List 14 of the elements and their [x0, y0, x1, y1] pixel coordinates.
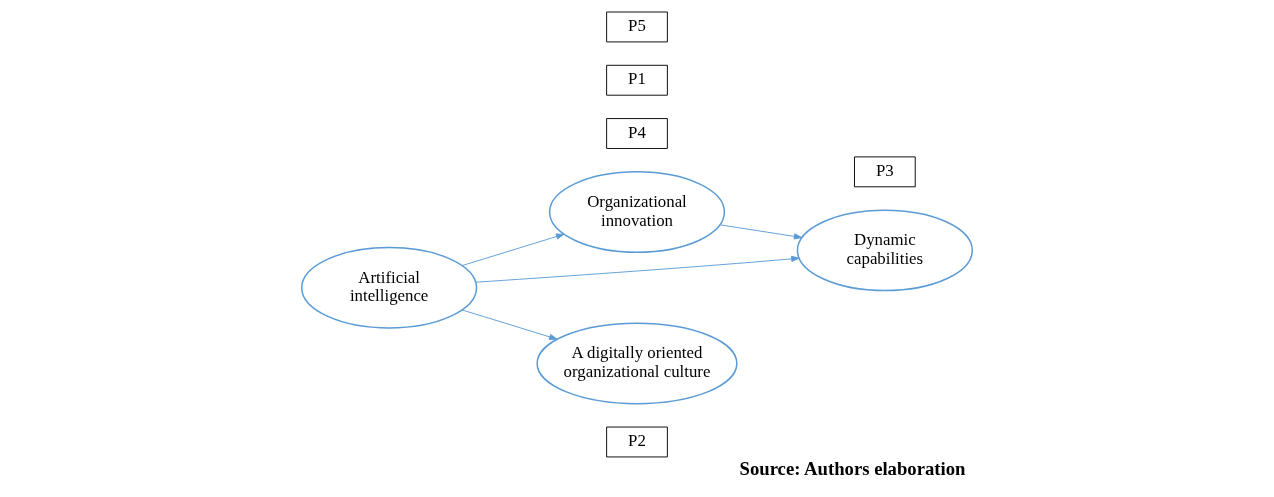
arrow — [719, 224, 803, 240]
node-box: P2 — [606, 426, 668, 458]
node-ellipse: Dynamic capabilities — [796, 209, 973, 292]
arrow — [475, 255, 800, 283]
node-box: P1 — [606, 64, 668, 96]
node-box: P3 — [854, 156, 916, 188]
node-ellipse: Artificial intelligence — [301, 246, 478, 329]
caption: Source: Authors elaboration — [739, 457, 966, 479]
node-ellipse: Organizational innovation — [548, 171, 726, 253]
arrow — [461, 233, 565, 266]
node-ellipse: A digitally oriented organizational culture — [536, 322, 738, 405]
node-box: P4 — [606, 118, 668, 149]
node-box: P5 — [606, 11, 668, 43]
arrow — [461, 309, 558, 340]
